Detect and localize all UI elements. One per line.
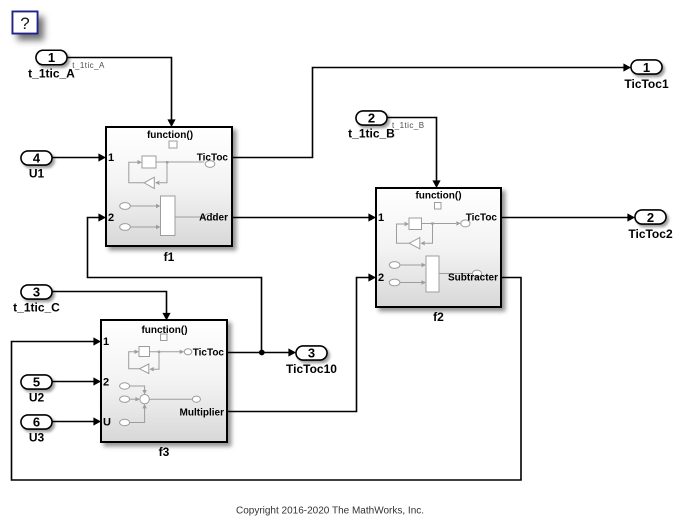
svg-text:U: U — [103, 417, 111, 429]
svg-text:function(): function() — [415, 191, 461, 202]
svg-text:6: 6 — [33, 414, 40, 429]
svg-text:U1: U1 — [29, 167, 45, 181]
svg-text:f3: f3 — [159, 445, 170, 459]
svg-text:TicToc1: TicToc1 — [624, 77, 669, 91]
svg-text:2: 2 — [108, 212, 114, 224]
svg-text:1: 1 — [108, 152, 114, 164]
svg-text:Multiplier: Multiplier — [180, 408, 225, 419]
svg-text:1: 1 — [643, 60, 650, 75]
svg-text:3: 3 — [308, 345, 315, 360]
svg-text:2: 2 — [647, 210, 654, 225]
svg-text:2: 2 — [103, 377, 109, 389]
svg-text:TicToc: TicToc — [193, 347, 225, 358]
svg-text:Copyright 2016-2020 The MathWo: Copyright 2016-2020 The MathWorks, Inc. — [236, 506, 424, 517]
svg-text:2: 2 — [378, 272, 384, 284]
svg-text:t_1tic_B: t_1tic_B — [348, 127, 395, 141]
svg-text:t_1tic_C: t_1tic_C — [13, 301, 60, 315]
svg-text:Adder: Adder — [199, 213, 228, 224]
svg-text:t_1tic_A: t_1tic_A — [28, 67, 75, 81]
svg-text:1: 1 — [103, 336, 109, 348]
svg-text:TicToc10: TicToc10 — [286, 362, 337, 376]
svg-text:TicToc: TicToc — [466, 213, 498, 224]
svg-text:4: 4 — [33, 150, 41, 165]
svg-text:t_1tic_B: t_1tic_B — [392, 121, 425, 130]
svg-text:2: 2 — [368, 110, 375, 125]
svg-text:5: 5 — [33, 374, 40, 389]
svg-text:t_1tic_A: t_1tic_A — [72, 61, 105, 70]
svg-text:TicToc2: TicToc2 — [628, 227, 673, 241]
svg-text:U2: U2 — [29, 391, 45, 405]
svg-text:?: ? — [20, 14, 29, 33]
svg-text:3: 3 — [33, 284, 40, 299]
svg-text:U3: U3 — [29, 431, 45, 445]
svg-text:1: 1 — [48, 50, 55, 65]
svg-text:f1: f1 — [164, 250, 175, 264]
svg-text:f2: f2 — [433, 310, 444, 324]
svg-text:TicToc: TicToc — [197, 153, 229, 164]
svg-text:1: 1 — [378, 212, 384, 224]
svg-text:function(): function() — [141, 325, 187, 336]
svg-text:function(): function() — [147, 130, 193, 141]
svg-text:Subtracter: Subtracter — [448, 273, 498, 284]
